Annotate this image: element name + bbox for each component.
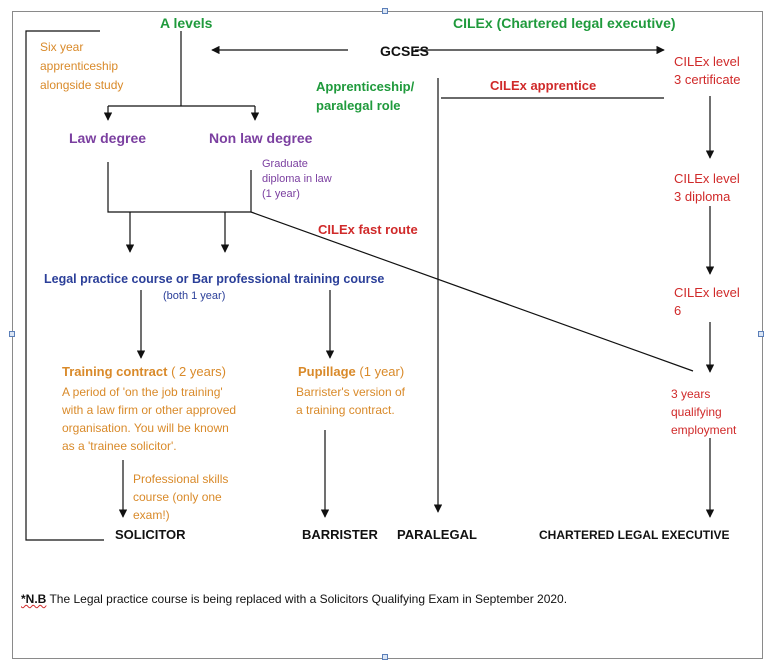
line-alevels-bracket <box>108 31 255 107</box>
node-six-year-apprenticeship: Six year apprenticeship alongside study <box>40 40 124 92</box>
node-cilex-level-3-diploma: CILEx level 3 diploma <box>674 171 740 204</box>
node-cilex-level-6: CILEx level 6 <box>674 285 740 318</box>
node-gcses: GCSES <box>380 43 430 59</box>
node-both-one-year: (both 1 year) <box>163 290 226 302</box>
pupillage-duration: (1 year) <box>355 364 405 379</box>
footnote-text: The Legal practice course is being repla… <box>46 592 568 606</box>
line-alevels-to-solicitor <box>25 30 104 541</box>
node-cilex-level-3-certificate: CILEx level 3 certificate <box>674 54 741 87</box>
node-paralegal: PARALEGAL <box>397 527 477 542</box>
node-lpc-bptc: Legal practice course or Bar professiona… <box>44 272 385 286</box>
resize-handle-left[interactable] <box>9 331 15 337</box>
node-cilex-apprentice: CILEx apprentice <box>490 78 597 93</box>
node-pupillage-desc: Barrister's version of a training contra… <box>296 385 405 417</box>
resize-handle-bottom[interactable] <box>382 654 388 660</box>
pupillage-title: Pupillage <box>298 364 356 379</box>
training-contract-title: Training contract <box>62 364 168 379</box>
node-graduate-diploma: Graduate diploma in law (1 year) <box>262 158 332 200</box>
node-training-contract-heading: Training contract ( 2 years) <box>62 364 226 380</box>
footnote: *N.B The Legal practice course is being … <box>21 592 567 606</box>
node-qualifying-employment: 3 years qualifying employment <box>671 387 737 437</box>
node-barrister: BARRISTER <box>302 527 378 542</box>
node-non-law-degree: Non law degree <box>209 130 313 146</box>
node-cilex-fast-route: CILEx fast route <box>318 222 418 237</box>
training-contract-duration: ( 2 years) <box>167 364 226 379</box>
footnote-prefix: *N.B <box>21 592 47 606</box>
node-training-contract-desc: A period of 'on the job training' with a… <box>62 385 237 453</box>
line-degree-merge <box>107 162 252 213</box>
resize-handle-top[interactable] <box>382 8 388 14</box>
node-pupillage-heading: Pupillage (1 year) <box>298 364 404 380</box>
node-apprenticeship-role: Apprenticeship/ paralegal role <box>316 79 415 113</box>
node-professional-skills: Professional skills course (only one exa… <box>133 472 229 522</box>
resize-handle-right[interactable] <box>758 331 764 337</box>
line-fast-route <box>250 211 694 372</box>
node-chartered-legal-executive: CHARTERED LEGAL EXECUTIVE <box>539 528 730 542</box>
node-law-degree: Law degree <box>69 130 147 146</box>
node-cilex-title: CILEx (Chartered legal executive) <box>453 15 676 31</box>
node-solicitor: SOLICITOR <box>115 527 186 542</box>
node-a-levels: A levels <box>160 15 213 31</box>
